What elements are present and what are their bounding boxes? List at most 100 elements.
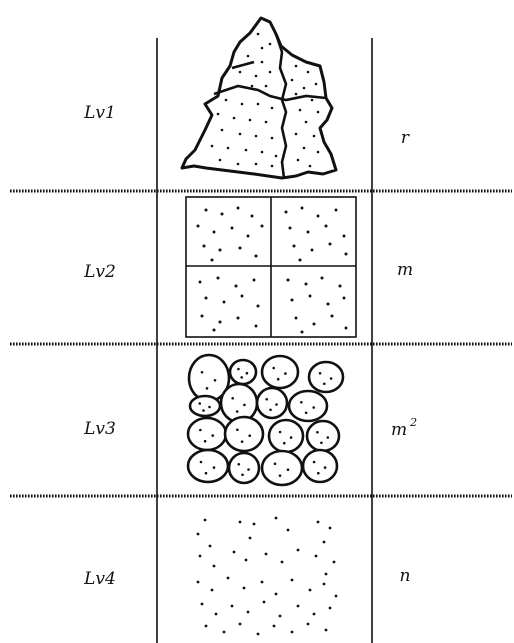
sample-dot <box>326 436 330 439</box>
sample-dot <box>275 403 278 406</box>
sample-dot <box>316 214 320 218</box>
cluster-ellipse <box>260 354 300 390</box>
sample-dot <box>306 230 310 234</box>
sample-dot <box>344 252 348 256</box>
sample-dot <box>278 430 282 434</box>
sample-dot <box>289 436 293 439</box>
sample-dot <box>332 560 336 564</box>
cluster-ellipse <box>305 419 341 453</box>
sample-dot <box>256 304 260 308</box>
sample-dot <box>204 296 208 300</box>
sample-dot <box>274 516 278 520</box>
sample-dot <box>198 280 202 284</box>
sample-dot <box>308 294 312 298</box>
sample-dot <box>200 370 204 374</box>
sample-dot <box>240 294 244 298</box>
sample-dot <box>210 144 214 148</box>
sample-dot <box>212 230 216 234</box>
level-label-lv1: Lv1 <box>83 103 116 123</box>
sample-dot <box>243 403 246 407</box>
sample-dot <box>247 468 250 471</box>
sample-dot <box>314 82 318 86</box>
sample-dot <box>274 592 278 596</box>
sample-dot <box>260 60 264 64</box>
formula-r: r <box>401 128 410 148</box>
sample-dot <box>302 146 306 150</box>
sample-dot <box>224 98 228 102</box>
sample-dot <box>304 120 308 124</box>
sample-dot <box>199 428 202 432</box>
sample-dot <box>260 224 264 228</box>
formula-n: n <box>400 566 411 586</box>
sample-dot <box>294 316 298 320</box>
level-label-lv3: Lv3 <box>83 419 116 439</box>
sample-dot <box>320 276 324 280</box>
sample-dot <box>296 158 300 162</box>
sample-dot <box>300 206 304 210</box>
sample-dot <box>320 441 323 445</box>
sample-dot <box>210 588 214 592</box>
sample-dot <box>237 367 240 371</box>
sample-dot <box>324 224 328 228</box>
sample-dot <box>256 32 260 36</box>
sample-dot <box>290 578 294 582</box>
sample-dot <box>300 400 303 404</box>
sample-dot <box>328 242 332 246</box>
cluster-ellipse <box>223 415 265 453</box>
sample-dot <box>218 248 222 252</box>
sample-dot <box>306 70 310 74</box>
sample-dot <box>334 208 338 212</box>
cluster-ellipse <box>307 360 345 394</box>
sample-dot <box>202 409 205 412</box>
sample-dot <box>245 371 249 375</box>
sample-dot <box>218 158 222 162</box>
sample-dot <box>330 314 334 318</box>
cluster-ellipse <box>188 394 222 418</box>
sample-dot <box>254 74 258 78</box>
cluster-ellipse <box>227 451 261 485</box>
sample-dot <box>284 210 288 214</box>
grid-quadrats-icon <box>185 196 357 338</box>
sample-dot <box>254 162 258 166</box>
sample-dot <box>284 372 287 375</box>
sample-dot <box>226 146 230 150</box>
sample-dot <box>338 284 342 288</box>
sample-dot <box>208 544 212 548</box>
sample-dot <box>196 532 200 536</box>
sample-dot <box>317 471 320 475</box>
sample-dot <box>199 460 203 464</box>
sample-dot <box>342 296 346 300</box>
cluster-ellipse <box>301 448 339 484</box>
cluster-ellipse <box>260 449 304 487</box>
sample-dot <box>316 110 320 114</box>
sample-dot <box>235 410 239 413</box>
sample-dot <box>237 462 241 466</box>
sample-dot <box>312 612 316 616</box>
sample-dot <box>236 206 240 210</box>
sample-dot <box>302 86 306 90</box>
sample-dot <box>210 258 214 262</box>
sample-dot <box>256 102 260 106</box>
sample-dot <box>296 548 300 552</box>
sample-dot <box>196 224 200 228</box>
sample-dot <box>304 282 308 286</box>
sample-dot <box>240 102 244 106</box>
sample-dot <box>312 406 316 409</box>
sample-dot <box>204 624 208 628</box>
sample-dot <box>264 84 268 88</box>
sample-dot <box>246 54 250 58</box>
sample-dot <box>250 214 254 218</box>
sample-dot <box>306 622 310 626</box>
sample-dot <box>296 604 300 608</box>
sample-dot <box>270 136 274 140</box>
sample-dot <box>238 520 242 524</box>
sample-dot <box>213 379 217 382</box>
sample-dot <box>310 98 314 102</box>
sample-dot <box>278 474 282 477</box>
sample-dot <box>260 46 264 50</box>
sample-dot <box>312 134 316 138</box>
sample-dot <box>208 405 211 409</box>
sample-dot <box>236 162 240 166</box>
sample-dot <box>246 610 250 614</box>
